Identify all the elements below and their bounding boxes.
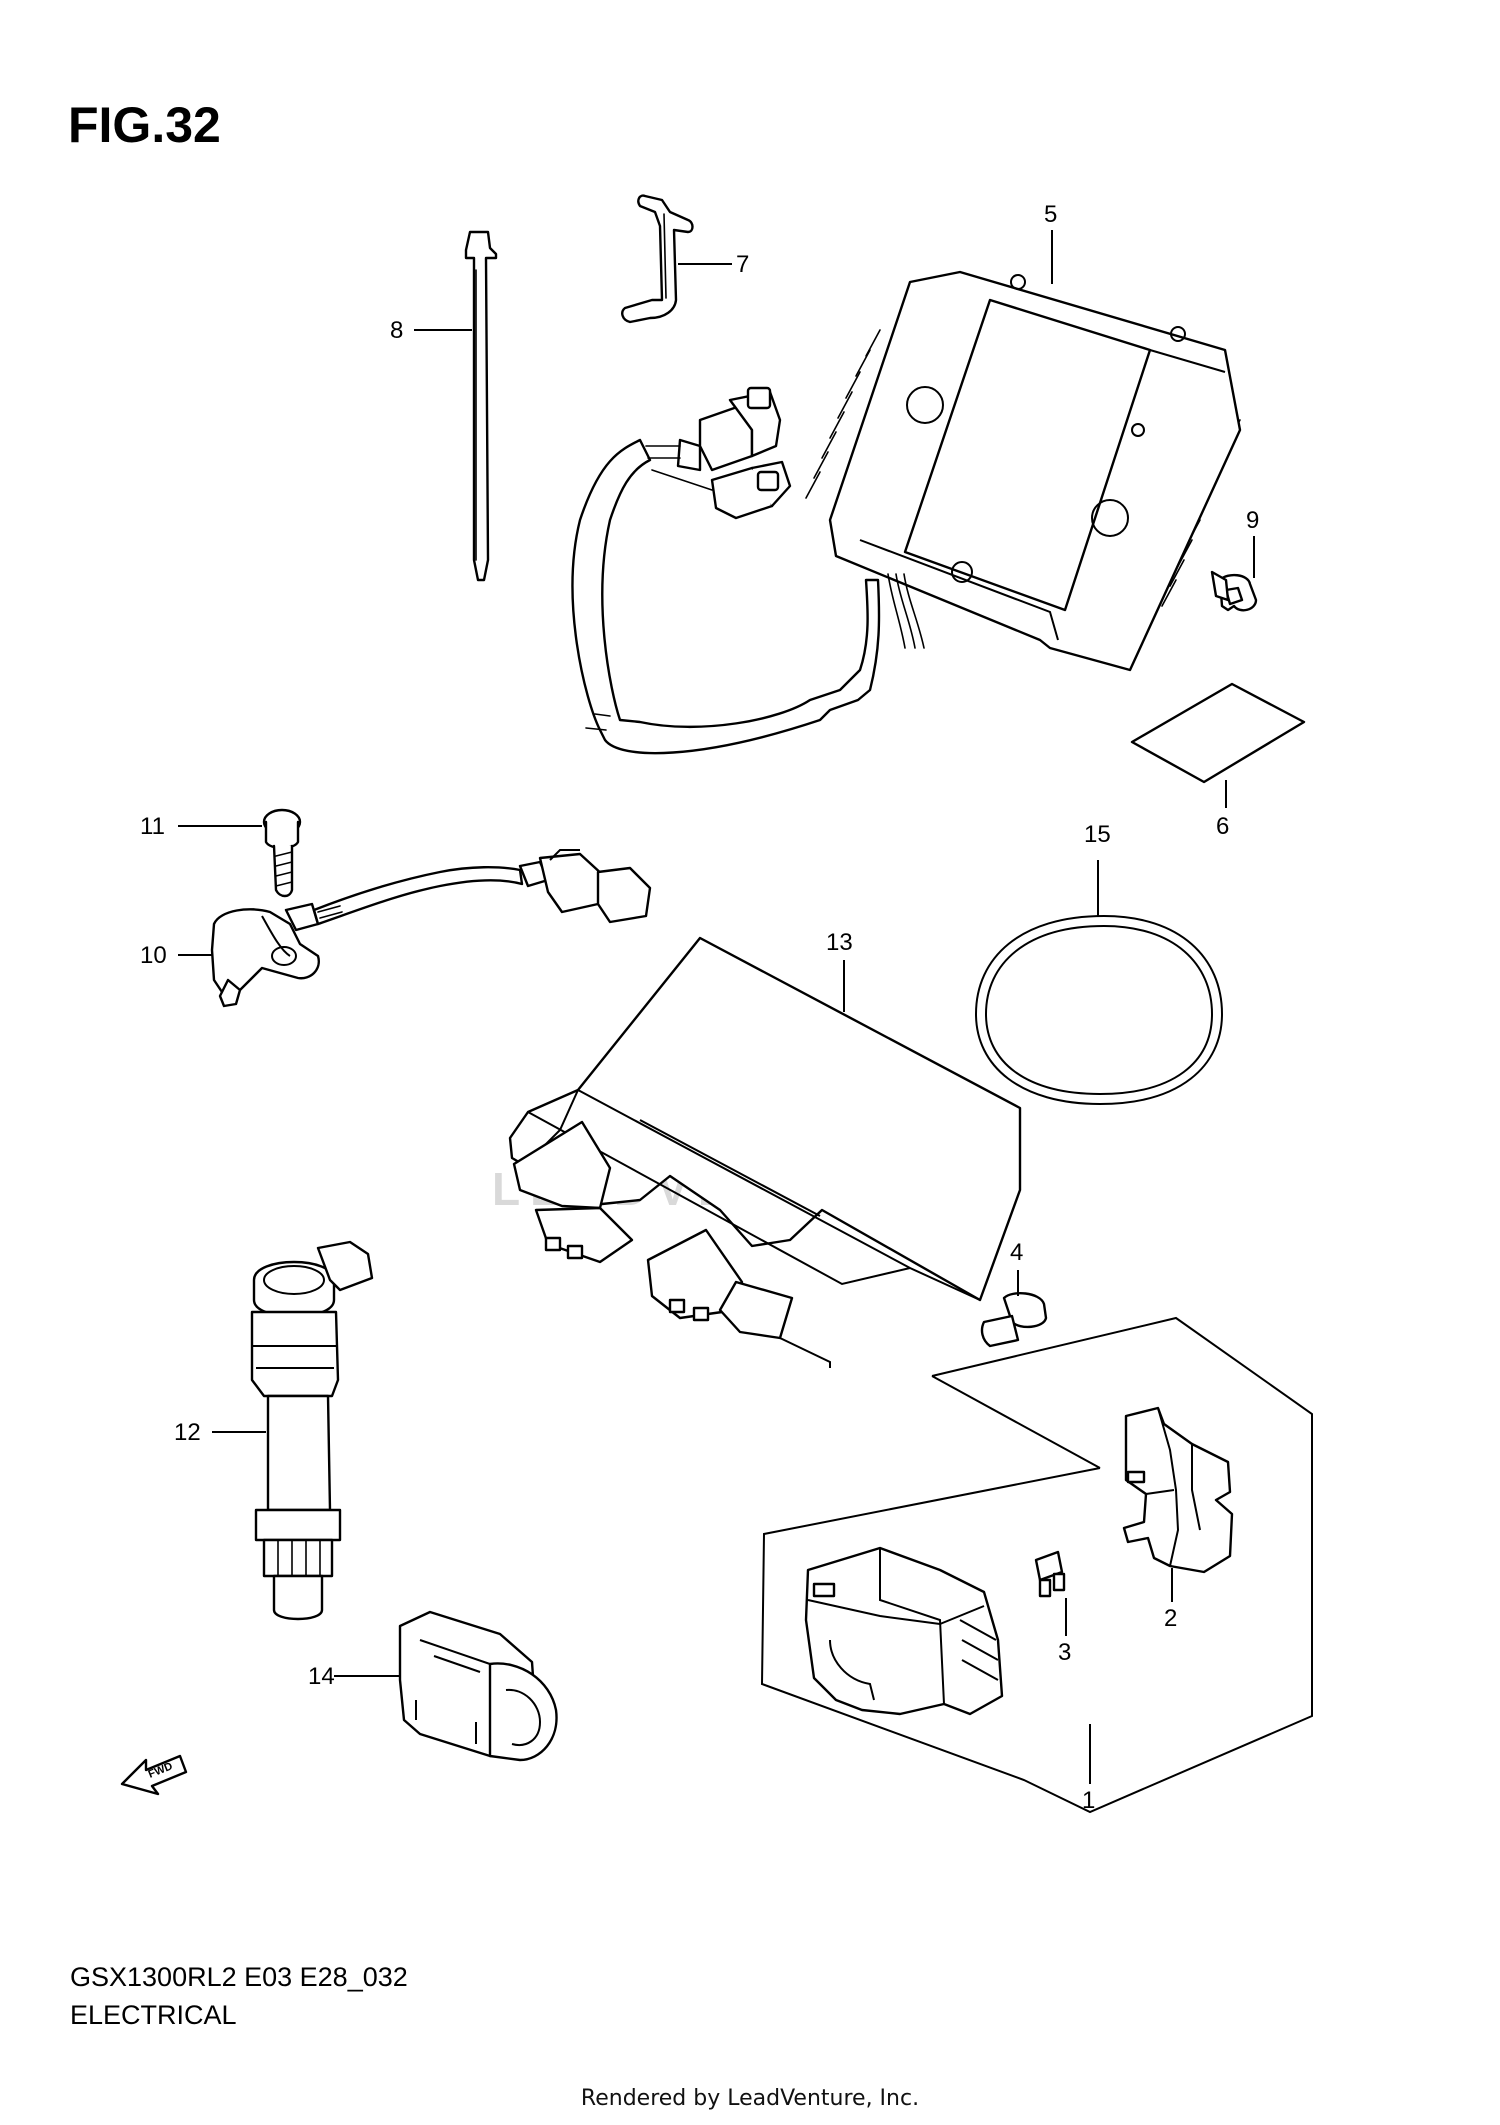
callout-13: 13 <box>826 929 853 956</box>
callout-7: 7 <box>736 251 749 278</box>
section-name: ELECTRICAL <box>70 2000 237 2030</box>
callout-8: 8 <box>390 317 403 344</box>
part-bolt <box>1210 570 1258 612</box>
callout-5: 5 <box>1044 201 1057 228</box>
callout-11: 11 <box>140 813 165 840</box>
part-regulator-rectifier <box>571 270 1242 755</box>
callout-1: 1 <box>1082 1787 1095 1814</box>
figure-title: FIG.32 <box>68 97 221 153</box>
callout-6: 6 <box>1216 813 1229 840</box>
rendered-by-credit: Rendered by LeadVenture, Inc. <box>580 2086 920 2111</box>
part-bolt-small <box>262 808 302 898</box>
callout-9: 9 <box>1246 507 1259 534</box>
callout-3: 3 <box>1058 1639 1071 1666</box>
part-ignition-coil <box>250 1240 374 1621</box>
callout-10: 10 <box>140 942 167 969</box>
callout-14: 14 <box>308 1663 335 1690</box>
callout-15: 15 <box>1084 821 1111 848</box>
part-pad <box>1130 682 1306 784</box>
part-screw <box>980 1292 1048 1348</box>
callout-4: 4 <box>1010 1239 1023 1266</box>
part-clamp <box>621 194 694 324</box>
part-connector <box>398 1610 558 1762</box>
fwd-arrow: FWD <box>120 1754 188 1796</box>
part-relay-assembly <box>760 1316 1313 1814</box>
part-o-ring <box>974 914 1224 1106</box>
callout-2: 2 <box>1164 1605 1177 1632</box>
model-code: GSX1300RL2 E03 E28_032 <box>70 1962 408 1992</box>
part-sensor <box>210 849 652 1008</box>
part-ecm <box>508 936 1022 1368</box>
leader-lines <box>178 230 1255 1784</box>
callout-labels: 8 7 5 9 6 15 11 10 13 4 12 3 2 14 1 <box>140 201 1259 1814</box>
part-cable-tie <box>464 230 498 582</box>
callout-12: 12 <box>174 1419 201 1446</box>
